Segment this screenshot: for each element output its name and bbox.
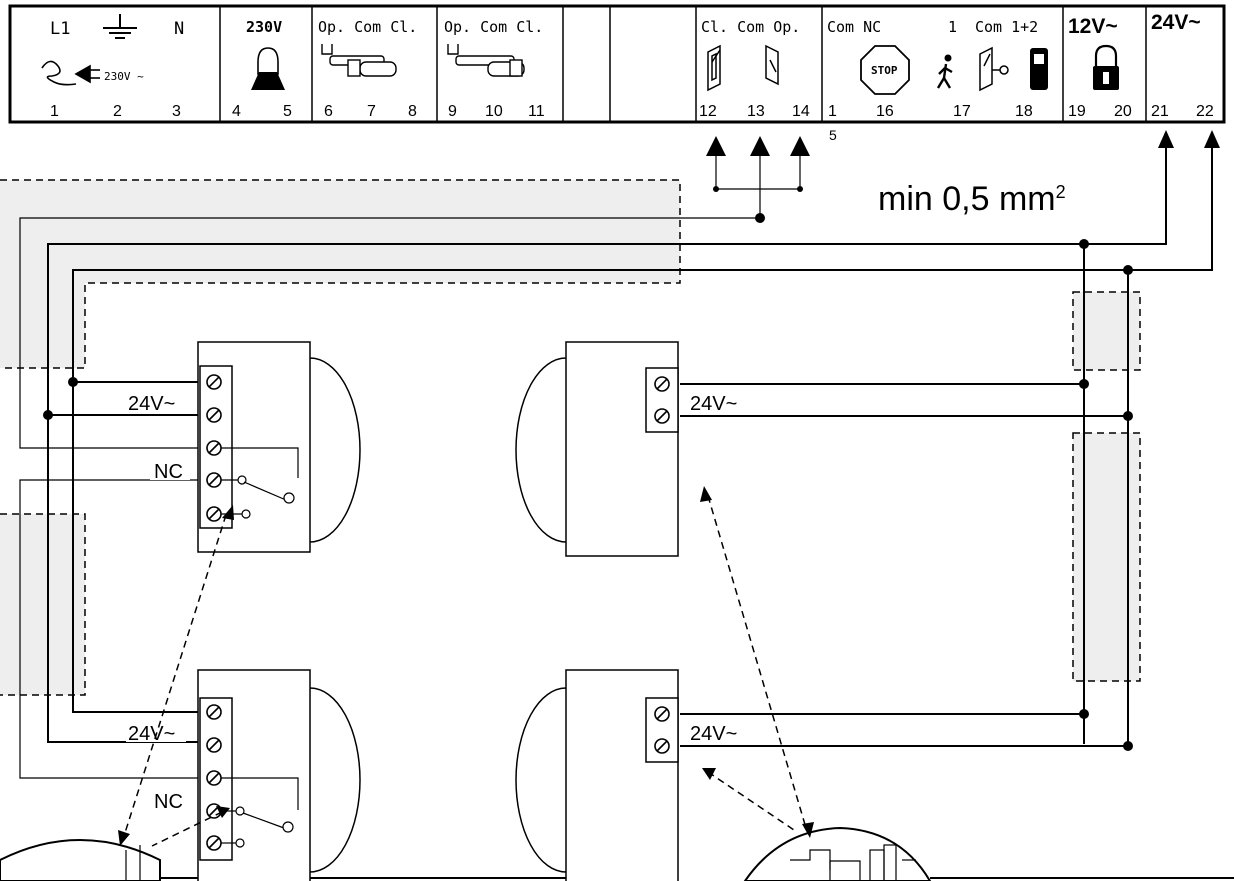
magnifier-right (743, 826, 932, 881)
terminal-number-11: 11 (528, 103, 545, 120)
terminal-number-7: 7 (367, 103, 376, 120)
terminal-label-selector: Cl. Com Op. (701, 18, 800, 36)
ground-icon (103, 14, 137, 39)
terminal-number-22: 22 (1196, 103, 1214, 120)
remote-control-icon (1030, 48, 1048, 90)
terminal-label-n: N (174, 19, 184, 39)
screw-terminal (206, 374, 222, 522)
key-switch-icon (979, 46, 1009, 92)
tx-top-nc-label: NC (154, 461, 183, 483)
motor-actuator-icon (447, 44, 525, 77)
terminal-section-selector: Cl. Com Op. 12 13 14 (699, 18, 810, 120)
wire-junctions (43, 239, 1133, 751)
terminal-section-motor-1: Op. Com Cl. 6 7 8 (318, 18, 417, 120)
terminal-number-6: 6 (324, 103, 333, 120)
terminal-label-1: 1 (948, 18, 957, 36)
photocell-receiver-bottom: 24V~ (515, 669, 756, 881)
terminal-number-5: 5 (283, 103, 292, 120)
terminal-number-21: 21 (1151, 103, 1169, 120)
tx-bottom-nc-label: NC (154, 791, 183, 813)
terminal-number-8: 8 (408, 103, 417, 120)
terminal-number-15-suffix: 5 (829, 127, 837, 143)
cable-section-note: min 0,5 mm2 (878, 180, 1066, 218)
photocell-receiver-top: 24V~ (515, 341, 756, 557)
screw-terminal (654, 706, 670, 754)
terminal-number-12: 12 (699, 103, 717, 120)
mains-plug-icon (41, 60, 100, 86)
rx-bottom-power-label: 24V~ (690, 723, 737, 745)
terminal-section-lamp: 230V 4 5 (232, 18, 292, 120)
terminal-block: L1 N 230V ~ 1 2 3 230V (8, 4, 1226, 143)
terminal-section-mains: L1 N 230V ~ 1 2 3 (41, 14, 184, 120)
terminal-label-motor-2: Op. Com Cl. (444, 18, 543, 36)
terminal-number-1: 1 (50, 103, 59, 120)
terminal-number-19: 19 (1068, 103, 1086, 120)
motor-actuator-icon (321, 44, 397, 77)
terminal-arrows (706, 130, 1220, 223)
magnifier-left (0, 839, 161, 881)
cable-outlines (0, 179, 1141, 696)
terminal-section-lock: 12V~ 19 20 (1068, 15, 1132, 120)
terminal-number-17: 17 (953, 103, 971, 120)
tx-bottom-power-label: 24V~ (128, 723, 175, 745)
pedestrian-icon (936, 54, 953, 89)
terminal-number-10: 10 (485, 103, 503, 120)
electric-lock-icon (1093, 44, 1119, 90)
terminal-section-controls: Com NC 1 Com 1+2 STOP (827, 18, 1048, 143)
mains-voltage-note: 230V ~ (104, 70, 144, 83)
photocell-transmitter-bottom: 24V~ NC (126, 669, 361, 881)
terminal-number-9: 9 (448, 103, 457, 120)
terminal-label-com-nc: Com NC (827, 18, 881, 36)
terminal-section-motor-2: Op. Com Cl. 9 10 11 (444, 18, 545, 120)
terminal-label-230v: 230V (246, 18, 282, 36)
terminal-number-15-prefix: 1 (828, 103, 837, 120)
tx-top-power-label: 24V~ (128, 393, 175, 415)
alignment-arrows (118, 486, 814, 847)
terminal-label-12v: 12V~ (1068, 15, 1118, 38)
terminal-number-4: 4 (232, 103, 241, 120)
key-selector-icon (707, 44, 779, 92)
rx-top-power-label: 24V~ (690, 393, 737, 415)
terminal-number-2: 2 (113, 103, 122, 120)
stop-label: STOP (871, 64, 898, 77)
terminal-number-13: 13 (747, 103, 765, 120)
terminal-number-3: 3 (172, 103, 181, 120)
photocell-transmitter-top: 24V~ NC (126, 341, 361, 553)
terminal-number-20: 20 (1114, 103, 1132, 120)
terminal-number-18: 18 (1015, 103, 1033, 120)
stop-button-icon: STOP (860, 45, 910, 95)
terminal-number-14: 14 (792, 103, 810, 120)
terminal-label-com-1-2: Com 1+2 (975, 18, 1038, 36)
terminal-label-motor-1: Op. Com Cl. (318, 18, 417, 36)
terminal-section-24v: 24V~ 21 22 (1151, 11, 1214, 120)
flashing-lamp-icon (251, 47, 285, 90)
terminal-number-16: 16 (876, 103, 894, 120)
terminal-label-24v: 24V~ (1151, 11, 1201, 34)
screw-terminal (654, 376, 670, 424)
terminal-label-l1: L1 (50, 19, 70, 39)
